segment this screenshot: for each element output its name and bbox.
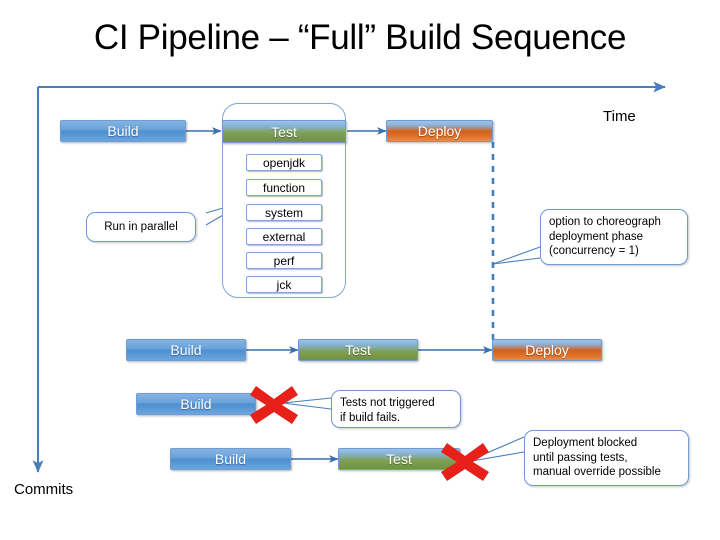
callout-choreograph: option to choreograph deployment phase (…	[540, 209, 688, 265]
stage-deploy-row1[interactable]: Deploy	[386, 120, 493, 142]
subtest-jck[interactable]: jck	[246, 276, 322, 293]
leader-deployment-blocked	[465, 436, 525, 463]
subtest-openjdk[interactable]: openjdk	[246, 154, 322, 171]
callout-tests-not-triggered-line-1: Tests not triggered	[340, 397, 435, 409]
stage-build-row3[interactable]: Build	[136, 393, 256, 415]
stage-build-row2[interactable]: Build	[126, 339, 246, 361]
stage-build-row1[interactable]: Build	[60, 120, 186, 142]
callout-choreograph-line-2: deployment phase	[549, 230, 643, 243]
time-axis-label: Time	[603, 108, 636, 125]
stage-build-row4[interactable]: Build	[170, 448, 291, 470]
subtest-function[interactable]: function	[246, 179, 322, 196]
callout-deployment-blocked: Deployment blocked until passing tests, …	[524, 430, 689, 486]
subtest-external[interactable]: external	[246, 228, 322, 245]
stage-deploy-row2[interactable]: Deploy	[492, 339, 602, 361]
callout-tests-not-triggered-line-2: if build fails.	[340, 411, 401, 424]
callout-deployment-blocked-line-2: until passing tests,	[533, 451, 628, 464]
stage-test-row4[interactable]: Test	[338, 448, 460, 470]
callout-choreograph-line-1: option to choreograph	[549, 216, 661, 228]
leader-tests-not-triggered	[282, 397, 332, 410]
callout-deployment-blocked-line-3: manual override possible	[533, 466, 661, 478]
stage-test-row1[interactable]: Test	[222, 120, 346, 143]
callout-tests-not-triggered: Tests not triggered if build fails.	[331, 390, 461, 428]
callout-deployment-blocked-line-1: Deployment blocked	[533, 437, 638, 449]
commits-axis-label: Commits	[14, 481, 74, 498]
callout-choreograph-line-3: (concurrency = 1)	[549, 245, 639, 257]
stage-test-row2[interactable]: Test	[298, 339, 418, 361]
callout-run-in-parallel: Run in parallel	[86, 212, 196, 242]
subtest-perf[interactable]: perf	[246, 252, 322, 269]
subtest-system[interactable]: system	[246, 204, 322, 221]
page-title: CI Pipeline – “Full” Build Sequence	[93, 18, 627, 57]
leader-choreograph	[492, 246, 541, 265]
